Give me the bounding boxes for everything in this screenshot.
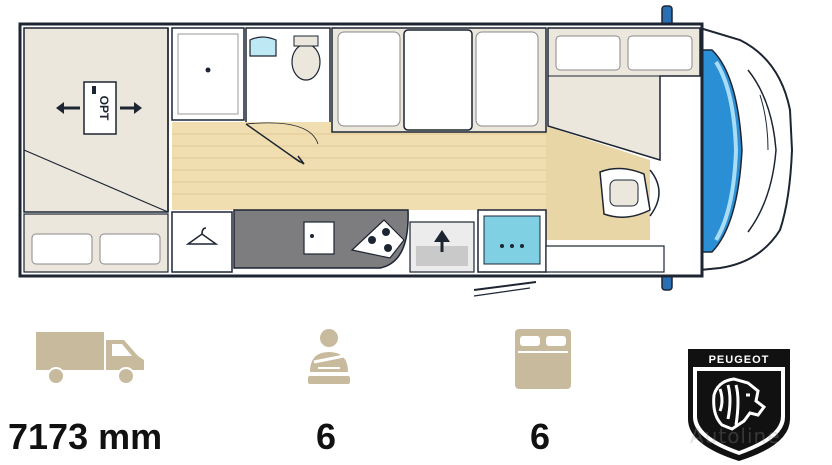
dinette [331,27,547,133]
driver-seat [599,167,660,218]
entry-arrow-icon [434,230,450,242]
lion-head [712,377,767,431]
door-handle-icon [293,155,305,165]
opt-bed-icon: OPT [56,81,142,135]
wardrobe [171,211,233,273]
length-value: 7173 mm [8,416,163,457]
dinette-table [403,29,473,131]
bed-icon [515,329,571,389]
toilet-icon [291,43,321,81]
hanger-icon [185,233,219,245]
brand-name: PEUGEOT [709,354,770,366]
vehicle-cab [661,5,794,291]
entry-door [473,245,665,297]
entry-step [409,221,475,273]
kitchen-counter [233,209,409,269]
sink-icon [303,221,335,255]
opt-label: OPT [97,96,111,121]
peugeot-lion-shield-icon: PEUGEOT [688,349,790,461]
seatbelt-icon [308,329,350,384]
front-sofa [547,27,701,162]
berths-value: 6 [530,416,551,457]
shower-drain-icon [205,67,211,73]
shower [171,27,245,121]
washroom [245,27,331,125]
watermark: Autoline [690,424,781,448]
rear-cushions [23,213,169,273]
fridge [477,209,547,273]
seats-value: 6 [316,416,337,457]
van-icon [36,332,144,385]
washbasin-icon [249,36,277,57]
motorhome-floor-plan: OPT [18,5,794,297]
